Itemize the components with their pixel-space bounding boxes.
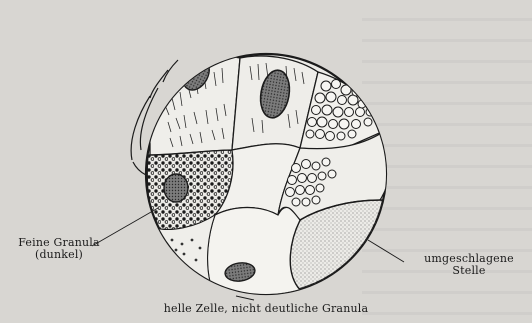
cell-upper-left <box>150 57 240 155</box>
label-line: Stelle <box>408 265 530 277</box>
label-helle-zelle: helle Zelle, nicht deutliche Granula <box>0 303 532 315</box>
pale-cell <box>208 207 300 294</box>
label-line: (dunkel) <box>4 249 114 261</box>
label-umgeschlagene-stelle: umgeschlagene Stelle <box>408 253 530 277</box>
label-feine-granula: Feine Granula (dunkel) <box>4 237 114 261</box>
nucleus <box>164 174 188 202</box>
